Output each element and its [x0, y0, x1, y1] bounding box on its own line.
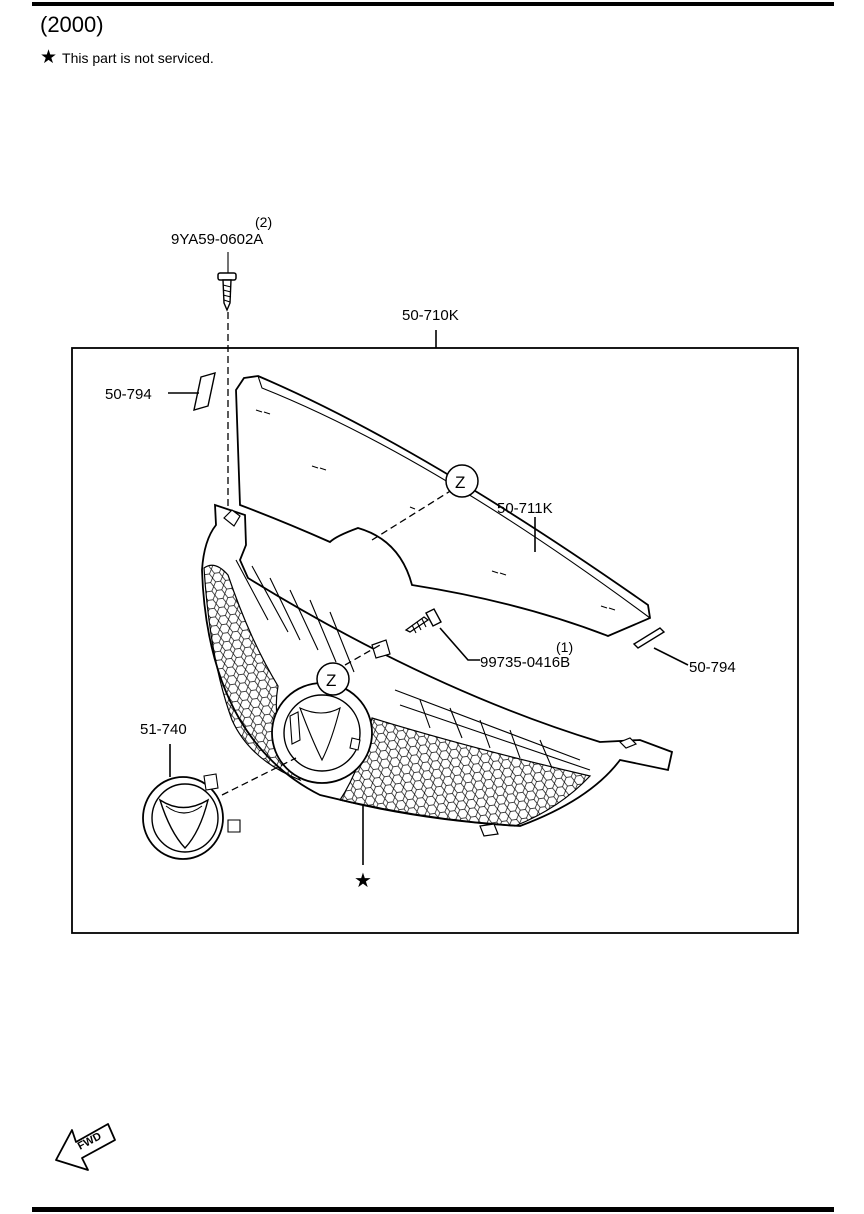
star-icon: ★ — [40, 47, 58, 68]
not-serviced-note: ★ This part is not serviced. — [40, 48, 214, 67]
emblem-dashed-line — [221, 757, 297, 796]
upper-panel-label: 50-711K — [497, 500, 553, 517]
emblem-label: 51-740 — [140, 721, 187, 738]
screw-mid-leader — [439, 627, 480, 661]
clip-right-leader — [653, 647, 689, 666]
clip-left-icon — [193, 372, 216, 411]
star-icon: ★ — [354, 868, 372, 892]
emblem-icon — [142, 773, 241, 860]
z-lower-label: Z — [326, 671, 336, 690]
upper-panel-icon — [235, 375, 651, 637]
page-title: (2000) — [40, 12, 104, 37]
bottom-rule — [32, 1207, 834, 1212]
forward-arrow-icon: FWD — [55, 1123, 116, 1171]
clip-left-label: 50-794 — [105, 386, 152, 403]
z-reference-lower — [316, 662, 350, 696]
z-reference-upper — [445, 464, 479, 498]
screw-top-label: 9YA59-0602A — [171, 231, 263, 248]
screw-mid-label: 99735-0416B — [480, 654, 570, 671]
grille-body-icon — [201, 503, 674, 837]
screw-top-qty: (2) — [255, 214, 272, 230]
z-upper-label: Z — [455, 473, 465, 492]
top-rule — [32, 2, 834, 6]
z-upper-dashed-line — [371, 489, 453, 541]
clip-right-label: 50-794 — [689, 659, 736, 676]
z-lower-dashed-line — [344, 644, 381, 666]
assembly-frame — [71, 347, 799, 934]
assembly-label: 50-710K — [402, 307, 459, 324]
note-text: This part is not serviced. — [62, 49, 214, 66]
screw-mid-qty: (1) — [556, 639, 573, 655]
screw-top-icon — [217, 272, 237, 312]
screw-mid-icon — [404, 608, 442, 634]
clip-right-icon — [632, 627, 666, 649]
